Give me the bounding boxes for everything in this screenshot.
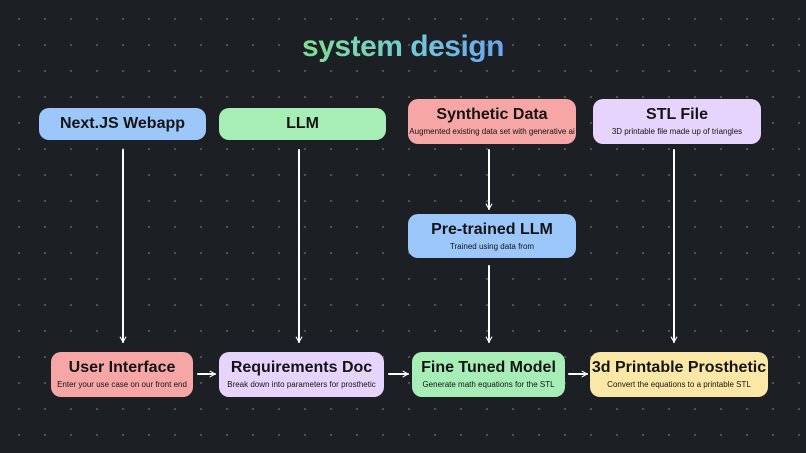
node-3d-printable-prosthetic: 3d Printable Prosthetic Convert the equa… <box>590 352 768 397</box>
page-title: system design <box>302 30 504 63</box>
node-title: LLM <box>286 115 319 133</box>
node-stl-file: STL File 3D printable file made up of tr… <box>593 99 761 144</box>
node-subtitle: Augmented existing data set with generat… <box>409 127 575 136</box>
node-user-interface: User Interface Enter your use case on ou… <box>51 352 193 397</box>
node-nextjs-webapp: Next.JS Webapp <box>39 108 206 140</box>
node-subtitle: Convert the equations to a printable STL <box>607 380 751 389</box>
node-pretrained-llm: Pre-trained LLM Trained using data from <box>408 214 576 258</box>
node-subtitle: Break down into parameters for prostheti… <box>227 380 376 389</box>
node-title: Next.JS Webapp <box>59 115 186 133</box>
node-title: Synthetic Data <box>436 106 548 124</box>
node-title: Fine Tuned Model <box>421 359 556 377</box>
node-llm: LLM <box>219 108 386 140</box>
node-subtitle: Trained using data from <box>449 241 535 251</box>
node-subtitle: 3D printable file made up of triangles <box>611 127 743 136</box>
node-subtitle: Enter your use case on our front end <box>57 380 187 389</box>
node-title: User Interface <box>68 359 176 377</box>
node-fine-tuned-model: Fine Tuned Model Generate math equations… <box>412 352 565 397</box>
node-title: STL File <box>646 106 708 124</box>
node-requirements-doc: Requirements Doc Break down into paramet… <box>219 352 384 397</box>
node-title: 3d Printable Prosthetic <box>591 359 767 377</box>
node-title: Pre-trained LLM <box>431 220 553 238</box>
node-title: Requirements Doc <box>230 359 373 377</box>
node-synthetic-data: Synthetic Data Augmented existing data s… <box>408 99 576 144</box>
node-subtitle: Generate math equations for the STL <box>422 380 555 389</box>
